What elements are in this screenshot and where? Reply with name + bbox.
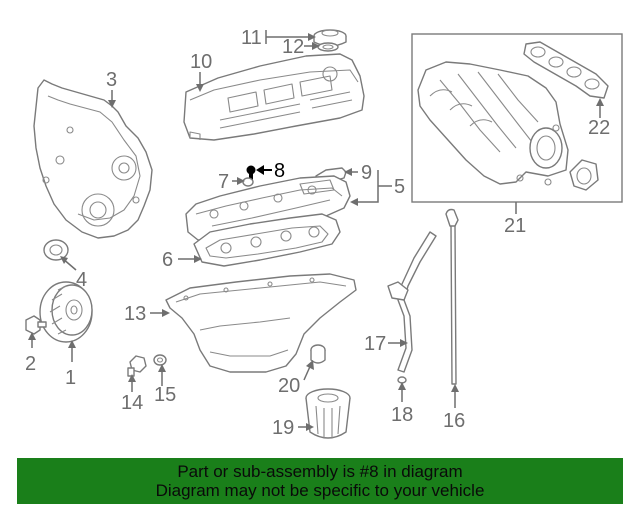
- callout-13: 13: [124, 303, 146, 325]
- cap-gasket-part: [317, 42, 339, 52]
- callout-14: 14: [121, 392, 143, 414]
- callout-20: 20: [278, 375, 300, 397]
- oil-pressure-switch-part: [127, 355, 147, 377]
- filter-union-part: [310, 344, 326, 364]
- crankshaft-pulley-part: [39, 281, 93, 343]
- throttle-body-gasket-part: [569, 159, 599, 191]
- valve-cover-bolt-part: [246, 165, 256, 180]
- callout-1: 1: [65, 367, 76, 389]
- callout-9: 9: [361, 162, 372, 184]
- drain-plug-washer-part: [153, 354, 167, 366]
- dipstick-part: [445, 208, 459, 385]
- oil-pan-part: [165, 273, 357, 373]
- dipstick-tube-part: [387, 231, 437, 373]
- leader-5: [352, 170, 392, 203]
- pulley-bolt-part: [25, 315, 47, 335]
- oil-filter-part: [305, 388, 351, 439]
- callout-10: 10: [190, 51, 212, 73]
- callout-6: 6: [162, 249, 173, 271]
- intake-manifold-frame: [411, 33, 623, 203]
- callout-18: 18: [391, 404, 413, 426]
- callout-11: 11: [241, 27, 262, 49]
- callout-4: 4: [76, 269, 87, 291]
- info-banner: Part or sub-assembly is #8 in diagram Di…: [17, 458, 623, 504]
- callout-15: 15: [154, 384, 176, 406]
- valve-cover-gasket-part: [193, 213, 341, 267]
- callout-2: 2: [25, 353, 36, 375]
- callout-16: 16: [443, 410, 465, 432]
- callout-7: 7: [218, 171, 229, 193]
- callout-17: 17: [364, 333, 386, 355]
- intake-manifold-part: [417, 61, 569, 186]
- callout-5: 5: [394, 176, 405, 198]
- grommet-part: [242, 177, 254, 187]
- intake-gasket-part: [523, 41, 609, 99]
- engine-cover-part: [183, 53, 365, 141]
- callout-22: 22: [588, 117, 610, 139]
- timing-cover-part: [33, 79, 153, 239]
- arrowheads: [28, 33, 604, 431]
- banner-line-disclaimer: Diagram may not be specific to your vehi…: [155, 481, 485, 500]
- banner-line-part-info: Part or sub-assembly is #8 in diagram: [177, 462, 463, 481]
- callout-12: 12: [282, 36, 304, 58]
- oil-seal-part: [43, 239, 69, 261]
- callout-3: 3: [106, 69, 117, 91]
- leader-11: [265, 30, 314, 44]
- callout-21: 21: [504, 215, 526, 237]
- callout-19: 19: [272, 417, 294, 439]
- callout-8: 8: [274, 160, 285, 182]
